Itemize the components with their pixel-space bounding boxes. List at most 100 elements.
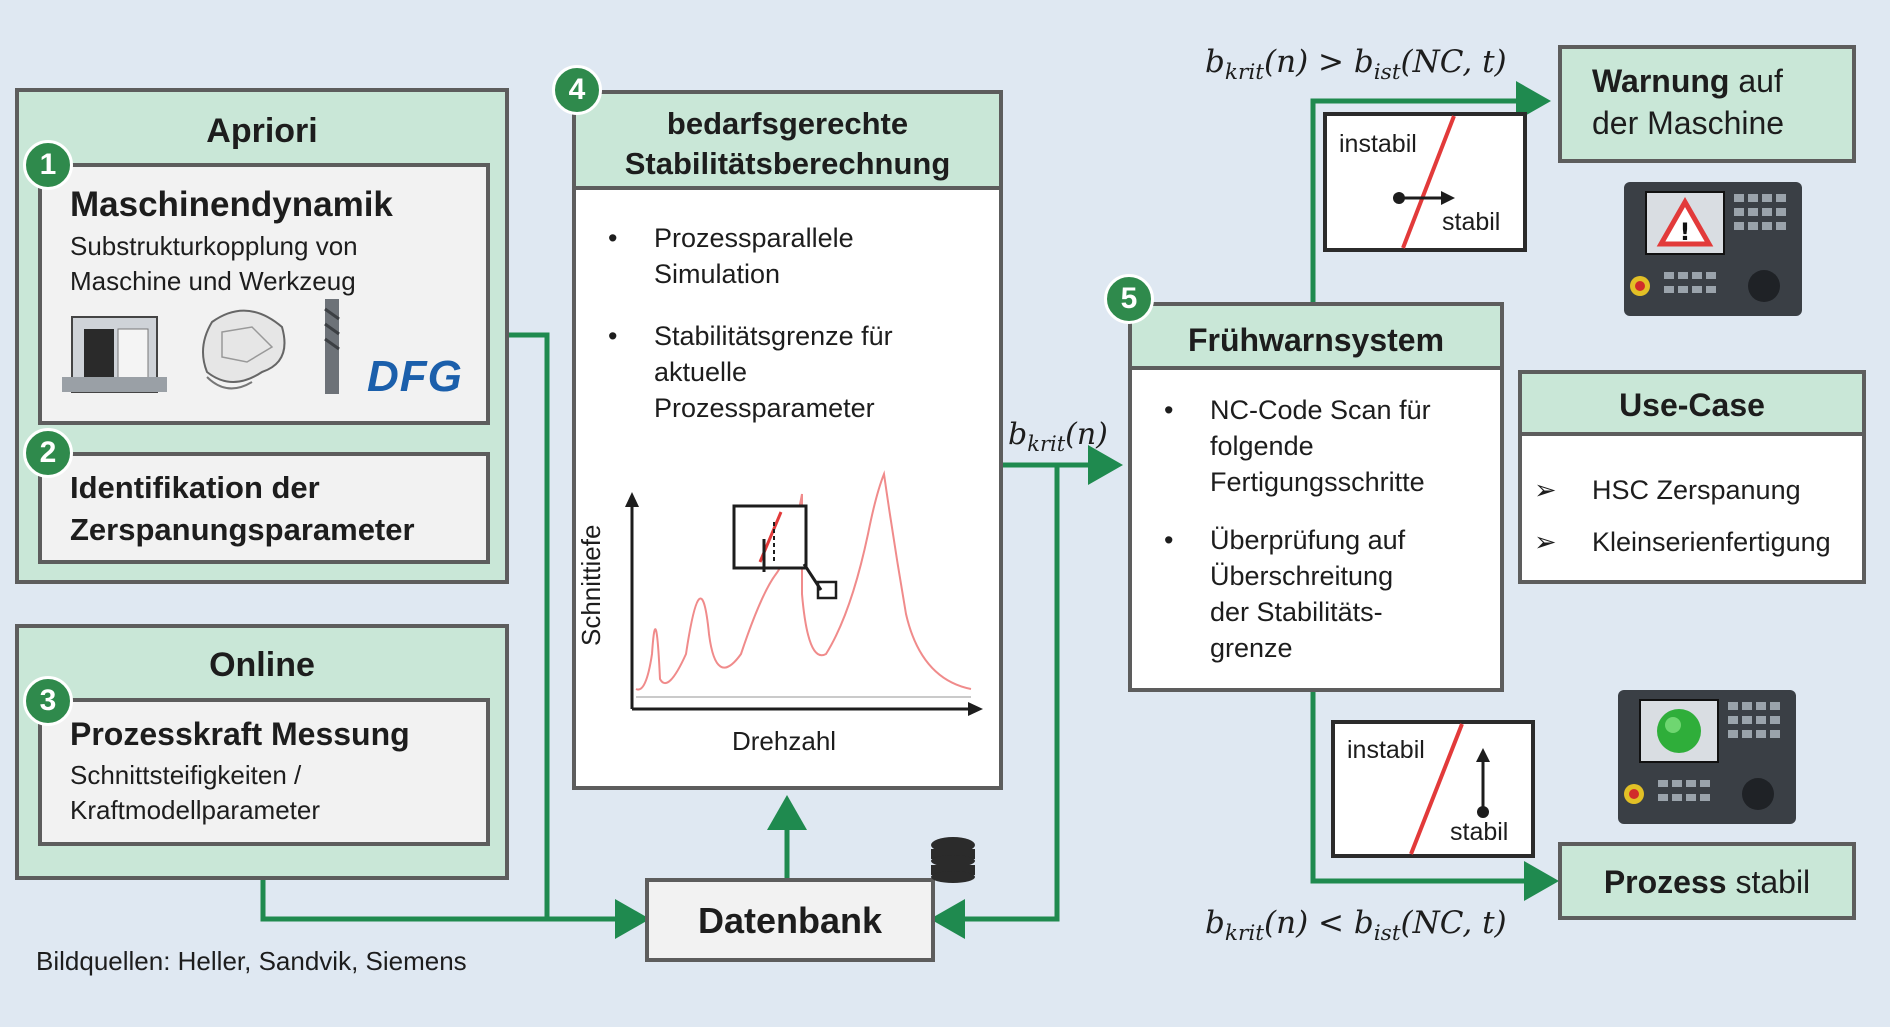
maschinendynamik-line1: Substrukturkopplung von: [70, 231, 358, 261]
substructure-mesh-image: [202, 309, 286, 390]
stability-lobe-chart: [625, 470, 983, 716]
cond-top-rhs-sub: ist: [1373, 60, 1401, 86]
step-badge-4: 4: [552, 65, 602, 115]
step-badge-2: 2: [23, 428, 73, 478]
condition-bottom: bkrit(n) < bist(NC, t): [1205, 905, 1507, 946]
cond-bottom-lhs-sub: krit: [1224, 921, 1265, 947]
cond-bottom-lhs: b: [1205, 905, 1225, 941]
end-mill-image: [324, 299, 340, 394]
cond-top-op: >: [1318, 44, 1345, 80]
use-case-header: Use-Case: [1522, 374, 1862, 436]
maschinendynamik-line2: Maschine und Werkzeug: [70, 266, 356, 296]
mini-bottom-graphic: [1409, 723, 1490, 855]
prozess-stabil-box: Prozess stabil: [1558, 842, 1856, 920]
cond-top-rhs: b: [1353, 44, 1374, 80]
cond-top-rhs-arg: (NC, t): [1400, 44, 1507, 80]
mini-diagram-bottom: instabil stabil: [1331, 720, 1535, 858]
stability-bullet-1-line2: Simulation: [654, 259, 781, 289]
early-warning-bullet-1-line2: folgende: [1210, 431, 1314, 461]
cond-bottom-lhs-arg: (n): [1264, 905, 1309, 941]
warnung-rest: auf: [1729, 63, 1783, 99]
warnung-box: Warnung auf der Maschine: [1558, 45, 1856, 163]
bkrit-label: bkrit(n): [1008, 417, 1108, 456]
cond-bottom-rhs: b: [1353, 905, 1374, 941]
use-case-panel: Use-Case HSC Zerspanung Kleinserienferti…: [1518, 370, 1866, 584]
cond-top-lhs-arg: (n): [1264, 44, 1309, 80]
step-badge-3: 3: [23, 676, 73, 726]
cond-bottom-op: <: [1318, 905, 1345, 941]
database-icon: [931, 837, 975, 883]
prozess-stabil-label: Prozess stabil: [1562, 864, 1852, 901]
mini-top-instabil: instabil: [1339, 130, 1417, 158]
early-warning-bullet-2-line4: grenze: [1210, 633, 1293, 663]
cnc-panel-warning: !: [1624, 182, 1802, 316]
mini-top-stabil: stabil: [1442, 208, 1501, 236]
early-warning-bullet-2: Überprüfung auf Überschreitung der Stabi…: [1152, 522, 1431, 666]
use-case-item-1: HSC Zerspanung: [1522, 464, 1831, 516]
prozesskraft-title: Prozesskraft Messung: [70, 716, 410, 752]
chart-y-label: Schnittiefe: [576, 524, 606, 646]
early-warning-bullet-2-line2: Überschreitung: [1210, 561, 1394, 591]
connector-warning-to-stabil: [1310, 692, 1559, 901]
cond-top-lhs: b: [1205, 44, 1225, 80]
maschinendynamik-title: Maschinendynamik: [70, 185, 393, 224]
early-warning-bullet-2-line1: Überprüfung auf: [1210, 525, 1406, 555]
use-case-item-2: Kleinserienfertigung: [1522, 516, 1831, 568]
datenbank-box: Datenbank: [645, 878, 935, 962]
identifikation-box: Identifikation der Zerspanungsparameter: [38, 452, 490, 564]
cond-bottom-rhs-sub: ist: [1373, 921, 1401, 947]
mini-diagram-top: instabil stabil: [1323, 112, 1527, 252]
stability-bullets: Prozessparallele Simulation Stabilitätsg…: [596, 220, 893, 426]
connector-online-to-datenbank: [260, 880, 547, 922]
online-title: Online: [209, 646, 315, 684]
early-warning-bullets: NC-Code Scan für folgende Fertigungsschr…: [1152, 392, 1431, 666]
identifikation-line2: Zerspanungsparameter: [70, 512, 415, 547]
stability-bullet-1-line1: Prozessparallele: [654, 223, 854, 253]
stability-bullet-2-line2: aktuelle: [654, 357, 748, 387]
step-badge-5: 5: [1104, 274, 1154, 324]
apriori-title: Apriori: [206, 112, 318, 150]
cnc-panel-ok: [1618, 690, 1796, 824]
bkrit-arg: (n): [1065, 417, 1108, 452]
use-case-list: HSC Zerspanung Kleinserienfertigung: [1522, 464, 1831, 568]
prozesskraft-line2: Kraftmodellparameter: [70, 795, 320, 825]
warnung-line1: Warnung auf: [1592, 63, 1783, 100]
machine-tool-image: [62, 316, 167, 393]
stability-title-line2: Stabilitätsberechnung: [624, 146, 951, 181]
chart-x-label: Drehzahl: [732, 726, 837, 756]
early-warning-bullet-1: NC-Code Scan für folgende Fertigungsschr…: [1152, 392, 1431, 500]
early-warning-header: Frühwarnsystem: [1132, 306, 1500, 370]
early-warning-bullet-1-line1: NC-Code Scan für: [1210, 395, 1431, 425]
prozesskraft-line1: Schnittsteifigkeiten /: [70, 760, 302, 790]
connector-apriori-to-datenbank: [509, 332, 650, 939]
mini-bottom-stabil: stabil: [1450, 818, 1509, 846]
early-warning-bullet-1-line3: Fertigungsschritte: [1210, 467, 1425, 497]
stability-panel: bedarfsgerechte Stabilitätsberechnung Pr…: [572, 90, 1003, 790]
connector-warning-to-datenbank: [930, 465, 1060, 939]
dfg-logo: DFG: [367, 352, 463, 401]
early-warning-title: Frühwarnsystem: [1187, 322, 1445, 358]
stability-bullet-2: Stabilitätsgrenze für aktuelle Prozesspa…: [596, 318, 893, 426]
chart-target-rect: [816, 580, 838, 600]
prozess-stabil-bold: Prozess: [1603, 864, 1727, 900]
stability-bullet-2-line1: Stabilitätsgrenze für: [654, 321, 893, 351]
svg-text:!: !: [1680, 218, 1691, 246]
warnung-line2: der Maschine: [1592, 105, 1785, 141]
warnung-bold: Warnung: [1592, 63, 1730, 99]
mini-bottom-instabil: instabil: [1347, 736, 1425, 764]
stability-bullet-1: Prozessparallele Simulation: [596, 220, 893, 292]
prozesskraft-box: Prozesskraft Messung Schnittsteifigkeite…: [38, 698, 490, 846]
cond-bottom-rhs-arg: (NC, t): [1400, 905, 1507, 941]
bkrit-sub: krit: [1027, 432, 1066, 456]
early-warning-panel: Frühwarnsystem NC-Code Scan für folgende…: [1128, 302, 1504, 692]
stability-bullet-2-line3: Prozessparameter: [654, 393, 875, 423]
connector-warning-to-warnung: [1310, 81, 1551, 302]
bkrit-main: b: [1008, 417, 1028, 452]
prozess-stabil-rest: stabil: [1726, 864, 1811, 900]
identifikation-line1: Identifikation der: [70, 470, 320, 505]
stability-header: bedarfsgerechte Stabilitätsberechnung: [576, 94, 999, 190]
maschinendynamik-box: Maschinendynamik Substrukturkopplung von…: [38, 163, 490, 425]
early-warning-bullet-2-line3: der Stabilitäts-: [1210, 597, 1383, 627]
cond-top-lhs-sub: krit: [1224, 60, 1265, 86]
